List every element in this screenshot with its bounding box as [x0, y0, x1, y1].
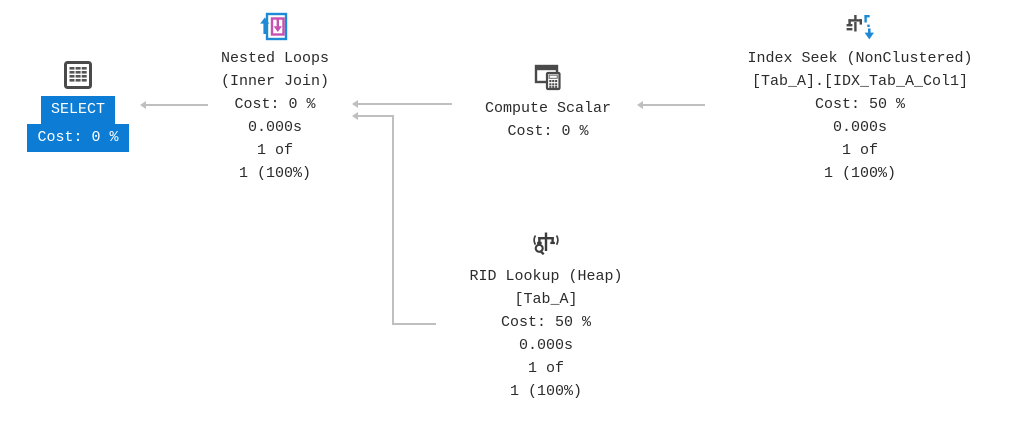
compute-scalar-icon: [531, 60, 565, 94]
edge-index-seek-to-compute-scalar[interactable]: [643, 104, 705, 106]
nested-loops-icon: [258, 10, 292, 44]
rid-lookup-name: RID Lookup (Heap): [469, 268, 623, 285]
compute-scalar-name: Compute Scalar: [484, 100, 612, 117]
rid-lookup-duration: 0.000s: [518, 337, 573, 354]
operator-node-rid-lookup[interactable]: RID Lookup (Heap) [Tab_A] Cost: 50 % 0.0…: [430, 228, 662, 403]
select-label: SELECT: [40, 96, 115, 124]
rid-lookup-rows-estimated: 1 (100%): [509, 383, 582, 400]
index-seek-name: Index Seek (NonClustered): [747, 50, 973, 67]
edge-rid-lookup-to-nested-loops-bottom-segment[interactable]: [392, 323, 436, 325]
edge-nested-loops-to-select-arrowhead: [140, 101, 146, 109]
operator-node-index-seek[interactable]: Index Seek (NonClustered) [Tab_A].[IDX_T…: [700, 10, 1020, 185]
rid-lookup-cost: Cost: 50 %: [500, 314, 591, 331]
edge-rid-lookup-to-nested-loops-arrowhead: [352, 112, 358, 120]
compute-scalar-cost: Cost: 0 %: [507, 123, 589, 140]
rid-lookup-rows-actual: 1 of: [527, 360, 564, 377]
nested-loops-rows-actual: 1 of: [256, 142, 293, 159]
index-seek-cost: Cost: 50 %: [814, 96, 905, 113]
index-seek-duration: 0.000s: [832, 119, 887, 136]
edge-rid-lookup-to-nested-loops-top-segment[interactable]: [358, 115, 394, 117]
result-grid-icon: [61, 58, 95, 92]
rid-lookup-icon: [529, 228, 563, 262]
nested-loops-name: Nested Loops: [220, 50, 330, 67]
index-seek-icon: [843, 10, 877, 44]
edge-compute-scalar-to-nested-loops-arrowhead: [352, 100, 358, 108]
nested-loops-cost: Cost: 0 %: [234, 96, 316, 113]
index-seek-object: [Tab_A].[IDX_Tab_A_Col1]: [751, 73, 969, 90]
rid-lookup-object: [Tab_A]: [514, 291, 578, 308]
nested-loops-rows-estimated: 1 (100%): [238, 165, 311, 182]
edge-compute-scalar-to-nested-loops[interactable]: [358, 103, 452, 105]
select-cost-label: Cost: 0 %: [27, 124, 129, 152]
operator-node-nested-loops[interactable]: Nested Loops (Inner Join) Cost: 0 % 0.00…: [190, 10, 360, 185]
nested-loops-duration: 0.000s: [247, 119, 302, 136]
edge-index-seek-to-compute-scalar-arrowhead: [637, 101, 643, 109]
edge-rid-lookup-to-nested-loops-vertical-segment[interactable]: [392, 115, 394, 325]
index-seek-rows-actual: 1 of: [841, 142, 878, 159]
edge-nested-loops-to-select[interactable]: [146, 104, 208, 106]
operator-node-compute-scalar[interactable]: Compute Scalar Cost: 0 %: [453, 60, 643, 143]
nested-loops-subtitle: (Inner Join): [220, 73, 330, 90]
operator-node-select[interactable]: SELECT Cost: 0 %: [8, 58, 148, 152]
index-seek-rows-estimated: 1 (100%): [823, 165, 896, 182]
